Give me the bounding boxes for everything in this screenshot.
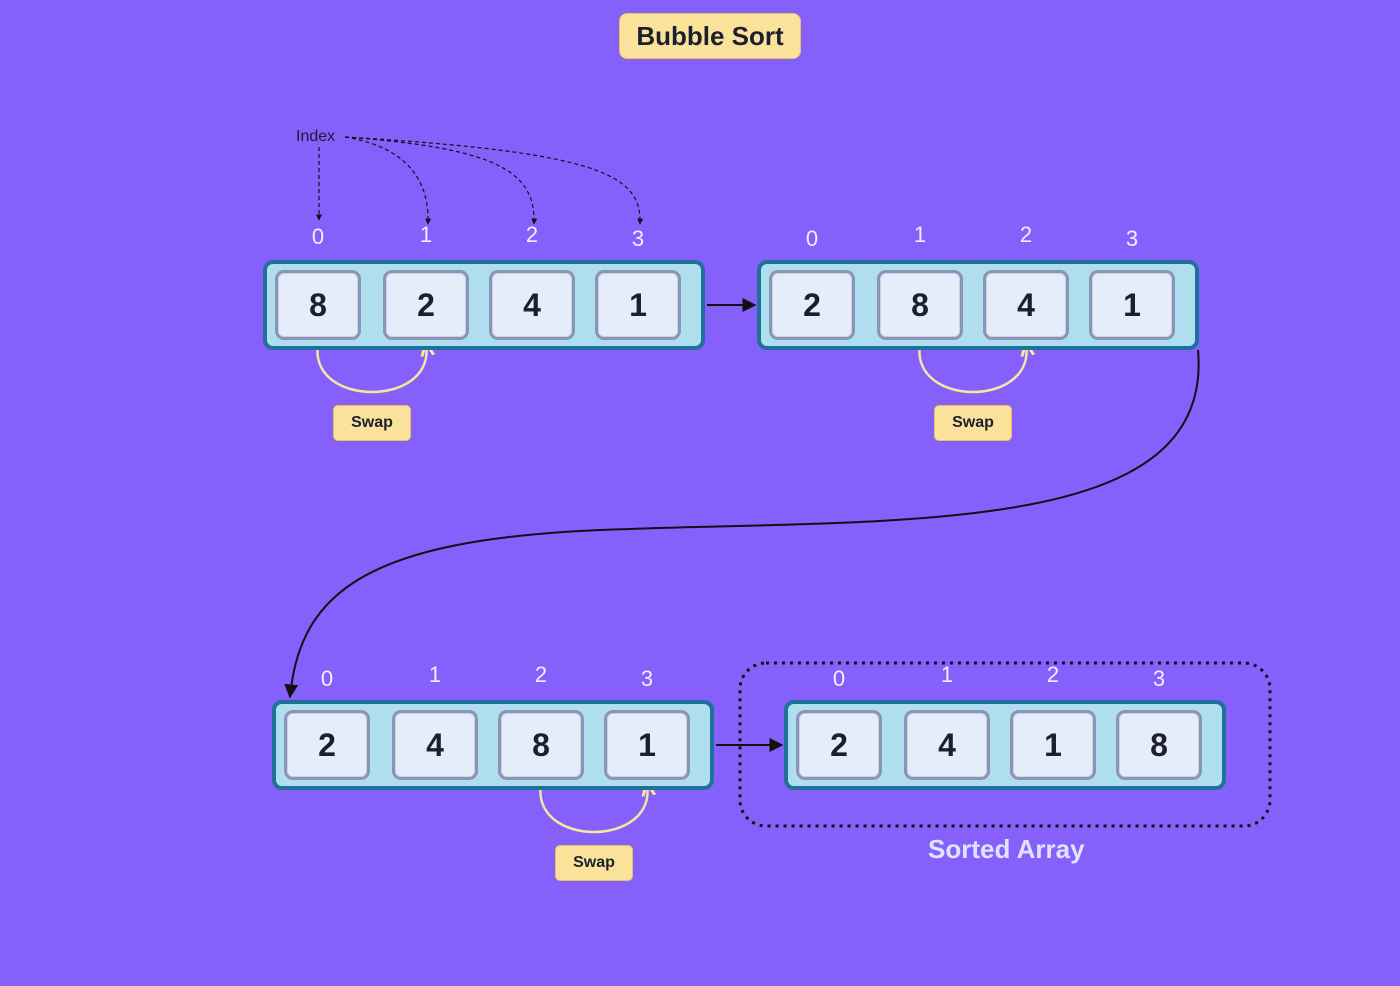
- index-number: 2: [1046, 662, 1060, 687]
- index-pointer: [344, 136, 432, 225]
- index-number: 3: [1152, 666, 1166, 691]
- array-cell: 4: [489, 270, 575, 340]
- swap-badge: Swap: [555, 845, 633, 881]
- index-number: 3: [640, 666, 654, 691]
- index-number: 2: [525, 222, 539, 247]
- swap-arrow: [317, 344, 426, 394]
- array-cell: 2: [383, 270, 469, 340]
- array-cell: 8: [877, 270, 963, 340]
- index-number: 2: [534, 662, 548, 687]
- index-number: 1: [940, 662, 954, 687]
- index-number: 0: [320, 666, 334, 691]
- index-number: 3: [1125, 226, 1139, 251]
- array-cell: 1: [604, 710, 690, 780]
- index-number: 0: [805, 226, 819, 251]
- index-number: 1: [913, 222, 927, 247]
- index-number: 0: [311, 224, 325, 249]
- index-number: 2: [1019, 222, 1033, 247]
- step-connector: [284, 349, 1200, 699]
- array-cell: 1: [1089, 270, 1175, 340]
- swap-arrow: [540, 784, 647, 834]
- swap-badge: Swap: [333, 405, 411, 441]
- array-cell: 1: [1010, 710, 1096, 780]
- array-cell: 2: [284, 710, 370, 780]
- array-cell: 8: [1116, 710, 1202, 780]
- index-number: 1: [428, 662, 442, 687]
- array-cell: 4: [904, 710, 990, 780]
- array-cell: 4: [983, 270, 1069, 340]
- swap-badge: Swap: [934, 405, 1012, 441]
- array-cell: 2: [796, 710, 882, 780]
- index-pointer: [344, 136, 644, 225]
- swap-arrow: [919, 344, 1026, 394]
- index-label: Index: [296, 128, 336, 145]
- sorted-array-label: Sorted Array: [928, 834, 1085, 864]
- array-cell: 8: [498, 710, 584, 780]
- index-number: 0: [832, 666, 846, 691]
- array-cell: 4: [392, 710, 478, 780]
- diagram-title: Bubble Sort: [619, 13, 801, 59]
- array-cell: 1: [595, 270, 681, 340]
- index-pointer: [344, 136, 538, 225]
- index-number: 1: [419, 222, 433, 247]
- array-cell: 2: [769, 270, 855, 340]
- index-number: 3: [631, 226, 645, 251]
- array-cell: 8: [275, 270, 361, 340]
